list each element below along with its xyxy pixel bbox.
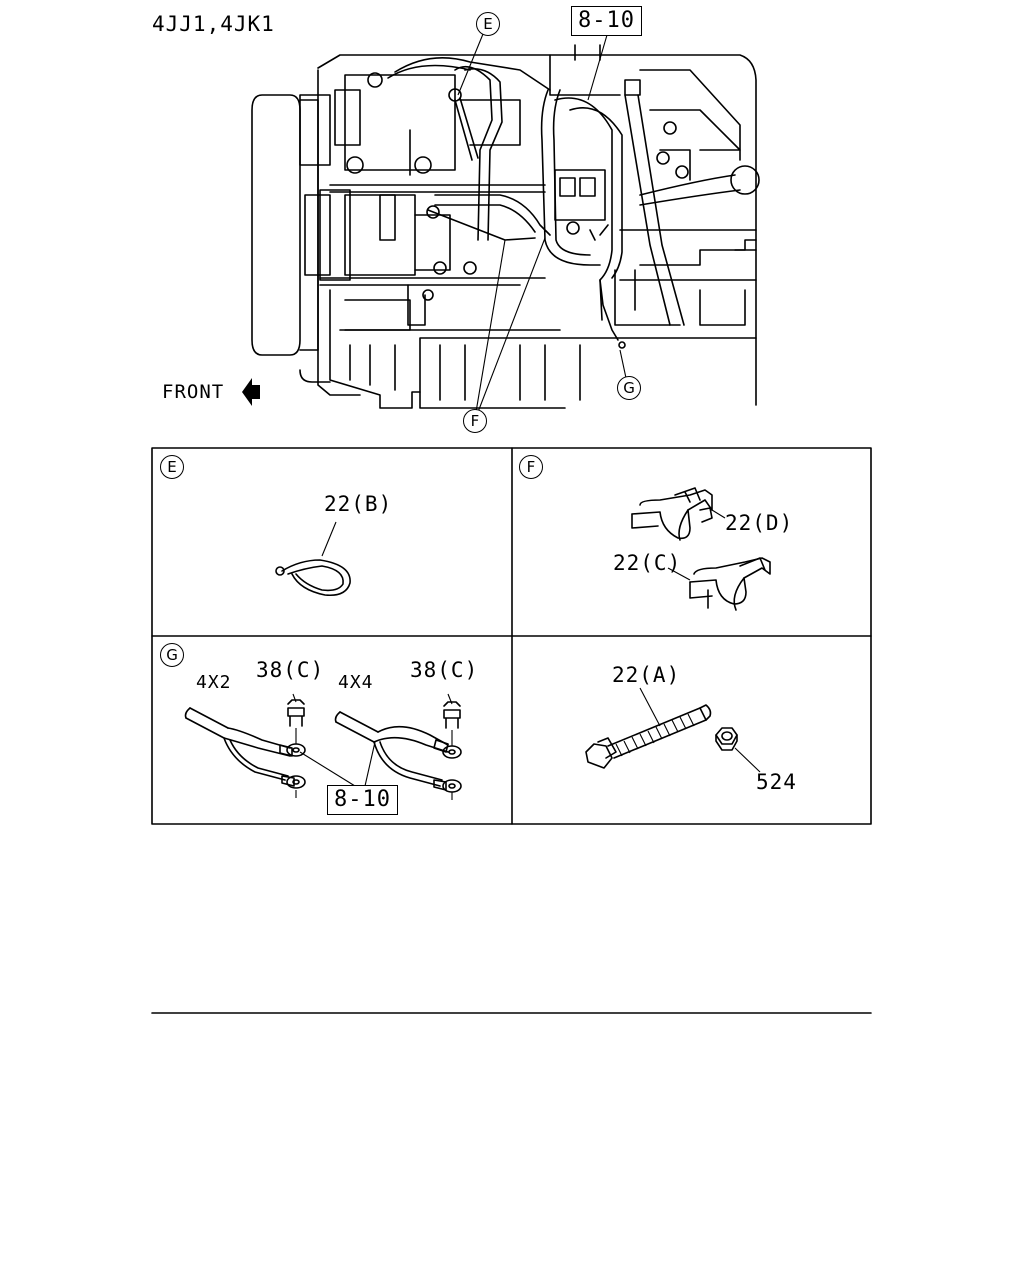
harness-ref-box: 8-10 — [571, 6, 642, 36]
part-label-524: 524 — [756, 770, 797, 794]
nut-524-drawing — [715, 727, 761, 773]
detail-panel-grid — [151, 447, 872, 825]
panel-e-badge: E — [160, 455, 184, 479]
main-harness — [387, 56, 626, 349]
ground-lead-4x2-drawing — [184, 693, 306, 798]
part-label-22a: 22(A) — [612, 663, 681, 687]
callout-g: G — [617, 376, 641, 400]
panel-g-harness-ref-box: 8-10 — [327, 785, 398, 815]
front-label: FRONT — [162, 381, 225, 403]
ground-lead-4x4-drawing — [334, 693, 462, 800]
callout-f: F — [463, 409, 487, 433]
variant-4x4-label: 4X4 — [338, 672, 374, 693]
part-label-22d: 22(D) — [725, 511, 794, 535]
part-label-22c: 22(C) — [613, 551, 682, 575]
engine-block — [251, 44, 760, 409]
panel-f-badge: F — [519, 455, 543, 479]
part-label-22b: 22(B) — [324, 492, 393, 516]
cable-tie-22a-drawing — [585, 687, 712, 769]
clip-22d-drawing — [631, 487, 726, 541]
clip-22b-drawing — [275, 521, 351, 597]
part-label-38c-right: 38(C) — [410, 658, 479, 682]
panel-g-leader-lines — [299, 741, 376, 787]
clip-22c-drawing — [667, 557, 771, 611]
main-leader-lines — [457, 33, 627, 413]
part-label-38c-left: 38(C) — [256, 658, 325, 682]
variant-4x2-label: 4X2 — [196, 672, 232, 693]
panel-g-badge: G — [160, 643, 184, 667]
front-arrow-icon — [242, 378, 260, 406]
callout-e: E — [476, 12, 500, 36]
engine-model-label: 4JJ1,4JK1 — [152, 12, 275, 36]
